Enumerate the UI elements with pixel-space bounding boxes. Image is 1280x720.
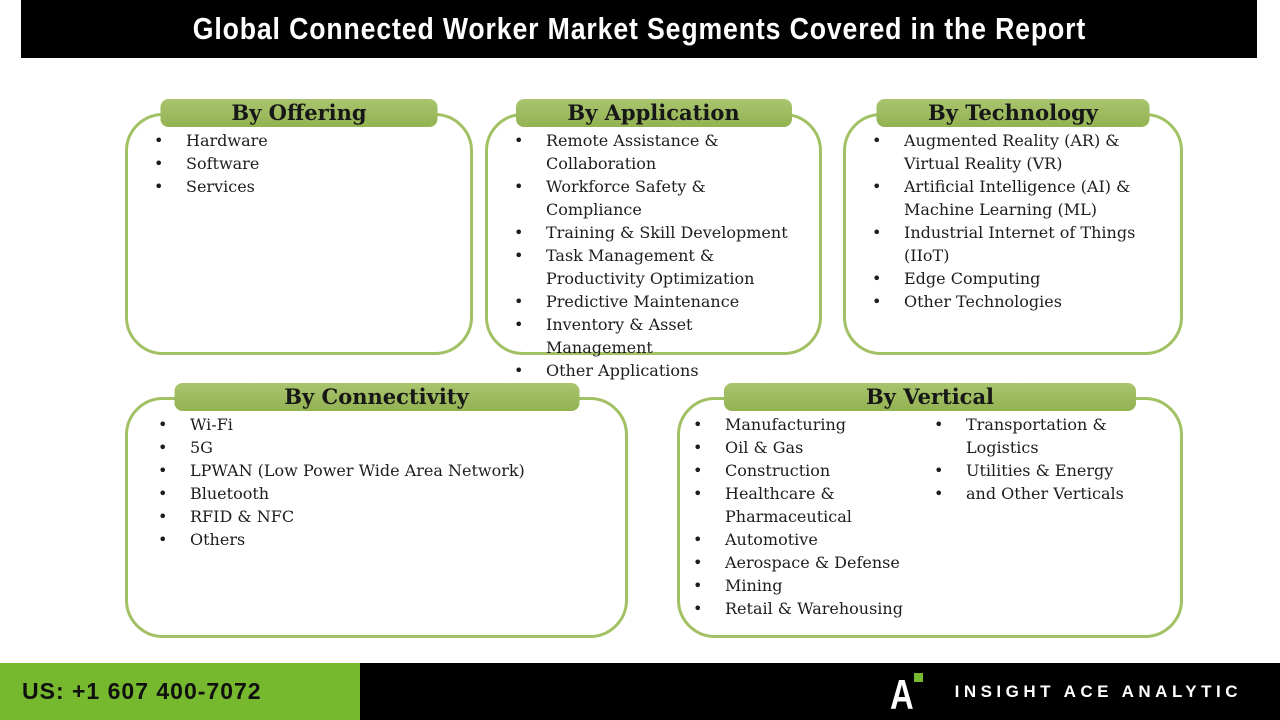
segment-tab-application: By Application bbox=[515, 99, 792, 127]
insight-ace-logo-icon: A bbox=[889, 669, 927, 718]
vertical-column-left: Manufacturing Oil & Gas Construction Hea… bbox=[680, 400, 932, 628]
list-item: Others bbox=[128, 528, 601, 551]
list-item: Software bbox=[128, 152, 446, 175]
logo-green-dot bbox=[913, 672, 923, 682]
list-item: Augmented Reality (AR) & Virtual Reality… bbox=[846, 129, 1150, 175]
list-item: Industrial Internet of Things (IIoT) bbox=[846, 221, 1150, 267]
list-item: Manufacturing bbox=[680, 413, 932, 436]
segment-box-vertical: By Vertical Manufacturing Oil & Gas Cons… bbox=[677, 383, 1183, 638]
list-item: Wi-Fi bbox=[128, 413, 601, 436]
list-item: Retail & Warehousing bbox=[680, 597, 932, 620]
segment-box-application: By Application Remote Assistance & Colla… bbox=[485, 99, 822, 382]
list-item: Aerospace & Defense bbox=[680, 551, 932, 574]
footer-bar: US: +1 607 400-7072 A INSIGHT ACE ANALYT… bbox=[0, 663, 1280, 720]
list-item: RFID & NFC bbox=[128, 505, 601, 528]
list-item: Edge Computing bbox=[846, 267, 1150, 290]
segment-title-connectivity: By Connectivity bbox=[284, 383, 469, 409]
segment-tab-connectivity: By Connectivity bbox=[174, 383, 579, 411]
brand-block: A INSIGHT ACE ANALYTIC bbox=[889, 669, 1280, 718]
segment-title-application: By Application bbox=[567, 99, 740, 125]
segment-list-connectivity: Wi-Fi 5G LPWAN (Low Power Wide Area Netw… bbox=[128, 400, 625, 559]
segment-box-technology: By Technology Augmented Reality (AR) & V… bbox=[843, 99, 1183, 355]
list-item: Oil & Gas bbox=[680, 436, 932, 459]
list-item: Utilities & Energy bbox=[932, 459, 1172, 482]
list-item: Predictive Maintenance bbox=[488, 290, 796, 313]
list-item: Other Applications bbox=[488, 359, 796, 382]
segment-list-application: Remote Assistance & Collaboration Workfo… bbox=[488, 116, 819, 390]
brand-name: INSIGHT ACE ANALYTIC bbox=[954, 681, 1242, 701]
segment-tab-technology: By Technology bbox=[876, 99, 1150, 127]
list-item: Other Technologies bbox=[846, 290, 1150, 313]
list-item: and Other Verticals bbox=[932, 482, 1172, 505]
logo-letter: A bbox=[889, 670, 914, 718]
list-item: LPWAN (Low Power Wide Area Network) bbox=[128, 459, 601, 482]
segment-list-technology: Augmented Reality (AR) & Virtual Reality… bbox=[846, 116, 1180, 321]
vertical-columns: Manufacturing Oil & Gas Construction Hea… bbox=[680, 400, 1180, 628]
list-item: Bluetooth bbox=[128, 482, 601, 505]
list-item: Mining bbox=[680, 574, 932, 597]
list-item: Remote Assistance & Collaboration bbox=[488, 129, 796, 175]
segment-title-vertical: By Vertical bbox=[865, 383, 995, 409]
list-item: Healthcare & Pharmaceutical bbox=[680, 482, 932, 528]
list-item: 5G bbox=[128, 436, 601, 459]
list-item: Construction bbox=[680, 459, 932, 482]
list-item: Training & Skill Development bbox=[488, 221, 796, 244]
title-bar: Global Connected Worker Market Segments … bbox=[21, 0, 1257, 58]
segment-title-technology: By Technology bbox=[927, 99, 1099, 125]
segment-title-offering: By Offering bbox=[231, 99, 367, 125]
vertical-column-right: Transportation & Logistics Utilities & E… bbox=[932, 400, 1172, 513]
list-item: Automotive bbox=[680, 528, 932, 551]
page-title: Global Connected Worker Market Segments … bbox=[192, 11, 1086, 46]
segment-box-connectivity: By Connectivity Wi-Fi 5G LPWAN (Low Powe… bbox=[125, 383, 628, 638]
phone-number: US: +1 607 400-7072 bbox=[22, 678, 262, 704]
segment-box-offering: By Offering Hardware Software Services bbox=[125, 99, 473, 355]
list-item: Workforce Safety & Compliance bbox=[488, 175, 796, 221]
segment-tab-vertical: By Vertical bbox=[724, 383, 1136, 411]
phone-block: US: +1 607 400-7072 bbox=[0, 663, 360, 720]
list-item: Transportation & Logistics bbox=[932, 413, 1172, 459]
list-item: Inventory & Asset Management bbox=[488, 313, 796, 359]
list-item: Task Management & Productivity Optimizat… bbox=[488, 244, 796, 290]
segment-tab-offering: By Offering bbox=[160, 99, 438, 127]
list-item: Hardware bbox=[128, 129, 446, 152]
segment-list-offering: Hardware Software Services bbox=[128, 116, 470, 206]
list-item: Artificial Intelligence (AI) & Machine L… bbox=[846, 175, 1150, 221]
list-item: Services bbox=[128, 175, 446, 198]
